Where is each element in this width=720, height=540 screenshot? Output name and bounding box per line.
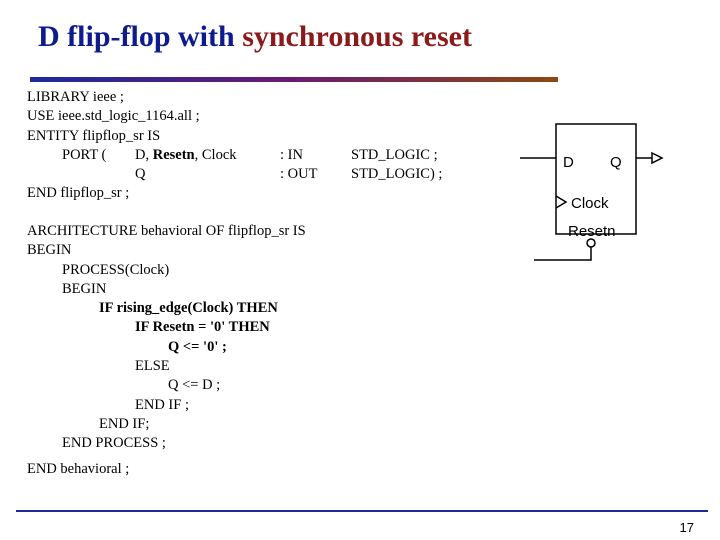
port-in-mode: : IN: [280, 146, 303, 163]
code-line-begin: BEGIN: [27, 242, 72, 259]
code-line-end-behavioral: END behavioral ;: [27, 461, 130, 477]
title-accent: synchronous reset: [242, 20, 472, 53]
port-d: D,: [135, 146, 153, 163]
port-out-mode: : OUT: [280, 166, 318, 183]
code-line-q-d: Q <= D ;: [168, 377, 221, 394]
footer-rule: [16, 510, 708, 512]
code-line-architecture: ARCHITECTURE behavioral OF flipflop_sr I…: [27, 223, 306, 239]
code-line-if-rising: IF rising_edge(Clock) THEN: [99, 300, 278, 317]
flipflop-diagram: D Q Clock Resetn: [520, 123, 664, 261]
port-in-type: STD_LOGIC ;: [351, 146, 438, 163]
port-out-type: STD_LOGIC) ;: [351, 166, 443, 183]
code-line-process: PROCESS(Clock): [62, 261, 170, 278]
code-line-else: ELSE: [135, 358, 170, 375]
resetn-bubble: [586, 238, 596, 248]
port-signals: D, Resetn, Clock: [135, 146, 237, 165]
code-line-end-if-outer: END IF;: [99, 415, 150, 432]
title-main: D flip-flop with: [38, 20, 243, 53]
code-line-port-q: Q : OUT STD_LOGIC) ;: [27, 165, 442, 184]
code-line-entity: ENTITY flipflop_sr IS: [27, 127, 161, 144]
resetn-label: Resetn: [568, 223, 616, 240]
architecture-code-block: ARCHITECTURE behavioral OF flipflop_sr I…: [27, 222, 306, 454]
clock-label: Clock: [571, 195, 609, 212]
q-output-arrow: [651, 151, 664, 165]
slide-title: D flip-flop with synchronous reset: [38, 20, 472, 54]
code-line-library: LIBRARY ieee ;: [27, 89, 124, 105]
port-q: Q: [135, 166, 146, 183]
code-line-end-entity: END flipflop_sr ;: [27, 185, 130, 202]
port-resetn: Resetn: [152, 146, 195, 163]
code-line-process-begin: BEGIN: [62, 280, 107, 297]
d-label: D: [563, 154, 574, 171]
code-line-if-resetn: IF Resetn = '0' THEN: [135, 319, 270, 336]
title-underline: [30, 77, 558, 82]
end-code-block: END behavioral ;: [27, 460, 129, 479]
flipflop-box: [555, 123, 637, 235]
entity-code-block: LIBRARY ieee ; USE ieee.std_logic_1164.a…: [27, 88, 442, 204]
resetn-wire: [534, 247, 592, 261]
port-keyword: PORT (: [62, 146, 107, 163]
code-line-use: USE ieee.std_logic_1164.all ;: [27, 108, 200, 125]
port-clock: , Clock: [194, 146, 237, 163]
code-line-q-zero: Q <= '0' ;: [168, 338, 227, 355]
code-line-end-process: END PROCESS ;: [62, 435, 166, 452]
code-line-port: PORT ( D, Resetn, Clock : IN STD_LOGIC ;: [27, 146, 438, 165]
page-number: 17: [679, 520, 694, 535]
q-label: Q: [610, 154, 622, 171]
clock-triangle: [555, 195, 568, 209]
code-line-end-if-inner: END IF ;: [135, 396, 189, 413]
